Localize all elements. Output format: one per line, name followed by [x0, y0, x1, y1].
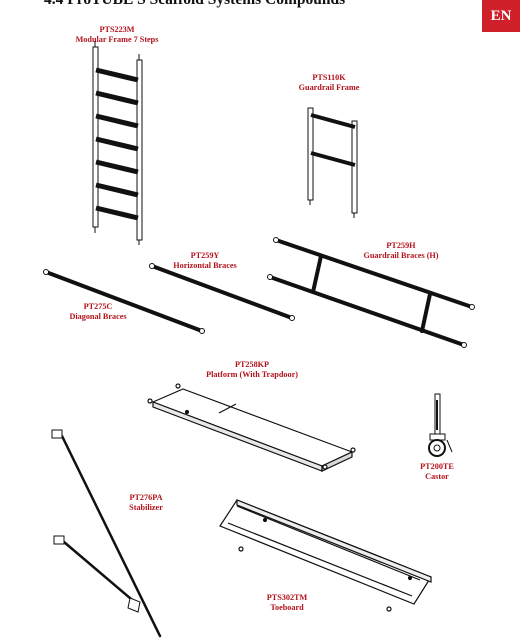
component-code: PT275C: [83, 302, 113, 311]
component-name: Toeboard: [270, 603, 304, 612]
platform-drawing: [147, 383, 356, 472]
component-name: Castor: [425, 472, 449, 481]
guardrail-braces-drawing: [267, 237, 475, 348]
toeboard-drawing: [219, 499, 432, 612]
component-name: Horizontal Braces: [173, 261, 237, 270]
component-code: PT258KP: [234, 360, 270, 369]
component-label-diagonal-braces: PT275C Diagonal Braces: [69, 302, 126, 322]
component-name: Modular Frame 7 Steps: [75, 35, 159, 44]
component-code: PT259Y: [190, 251, 220, 260]
component-name: Platform (With Trapdoor): [206, 370, 298, 379]
component-label-guardrail-frame: PTS110K Guardrail Frame: [299, 73, 360, 93]
component-label-castor: PT200TE Castor: [420, 462, 454, 482]
page-title: 4.4 ProTUBE S Scaffold Systems Compounds: [44, 0, 345, 9]
component-name: Diagonal Braces: [69, 312, 127, 321]
component-label-guardrail-braces: PT259H Guardrail Braces (H): [363, 241, 438, 261]
castor-drawing: [428, 393, 453, 457]
component-label-platform: PT258KP Platform (With Trapdoor): [206, 360, 298, 380]
language-badge[interactable]: EN: [482, 0, 520, 32]
component-code: PTS110K: [312, 73, 346, 82]
component-name: Guardrail Frame: [298, 83, 360, 92]
component-label-horizontal-braces: PT259Y Horizontal Braces: [173, 251, 236, 271]
component-code: PT200TE: [420, 462, 454, 471]
stabilizer-drawing: [51, 429, 162, 638]
component-code: PTS223M: [99, 25, 135, 34]
diagonal-braces-drawing: [43, 269, 205, 334]
guardrail-frame-drawing: [307, 107, 358, 218]
component-code: PTS302TM: [266, 593, 308, 602]
horizontal-braces-drawing: [149, 263, 295, 321]
component-label-stabilizer: PT276PA Stabilizer: [129, 493, 163, 513]
component-code: PT259H: [386, 241, 416, 250]
component-name: Guardrail Braces (H): [363, 251, 439, 260]
component-label-toeboard: PTS302TM Toeboard: [267, 593, 308, 613]
component-name: Stabilizer: [129, 503, 163, 512]
component-code: PT276PA: [129, 493, 163, 502]
component-label-modular-frame: PTS223M Modular Frame 7 Steps: [76, 25, 159, 45]
modular-frame-drawing: [92, 41, 143, 245]
